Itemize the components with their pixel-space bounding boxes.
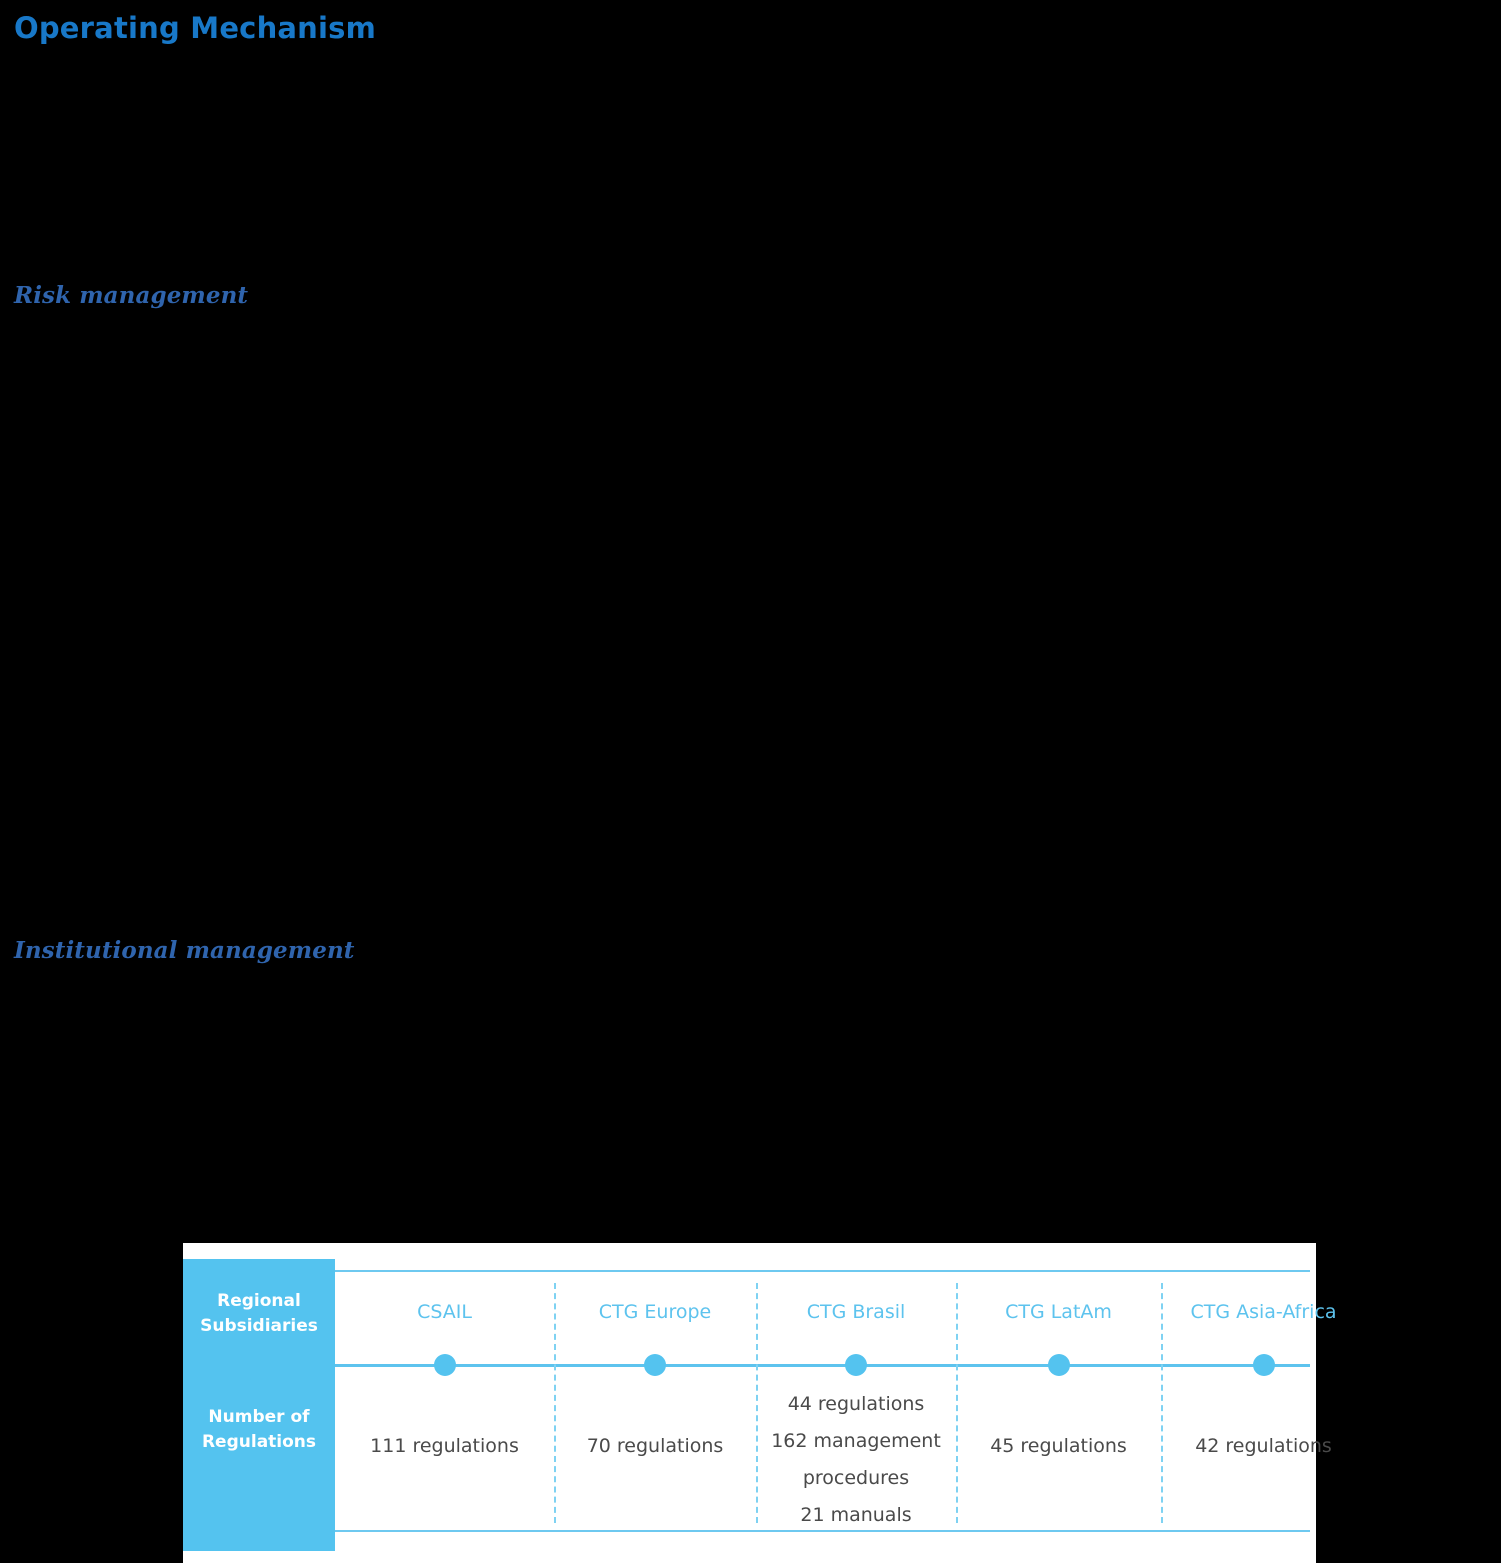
- column-marker-dot-icon: [644, 1354, 666, 1376]
- table-rule-middle: [335, 1364, 1310, 1367]
- column-marker-dot-icon: [845, 1354, 867, 1376]
- row-label-column: Regional Subsidiaries Number of Regulati…: [183, 1259, 335, 1551]
- section-heading-institutional-management: Institutional management: [14, 937, 355, 964]
- column-header-ctg-asia-africa: CTG Asia-Africa: [1190, 1301, 1337, 1323]
- table-rule-bottom: [335, 1530, 1310, 1532]
- table-column-ctg-europe[interactable]: CTG Europe 70 regulations: [554, 1243, 756, 1563]
- column-marker-dot-icon: [1047, 1354, 1070, 1376]
- table-column-ctg-latam[interactable]: CTG LatAm 45 regulations: [956, 1243, 1161, 1563]
- row-label-number-of-regulations-line2: Regulations: [201, 1432, 317, 1452]
- column-divider-2: [756, 1283, 758, 1523]
- table-column-ctg-brasil[interactable]: CTG Brasil 44 regulations 162 management…: [756, 1243, 956, 1563]
- column-header-ctg-brasil: CTG Brasil: [806, 1301, 906, 1323]
- column-marker-dot-icon: [1252, 1354, 1275, 1376]
- column-marker-dot-icon: [433, 1354, 456, 1376]
- row-label-regional-subsidiaries-line1: Regional: [217, 1291, 301, 1312]
- table-content-area: CSAIL 111 regulations CTG Europe 70 regu…: [335, 1243, 1337, 1563]
- section-heading-risk-management: Risk management: [14, 282, 249, 309]
- table-column-ctg-asia-africa[interactable]: CTG Asia-Africa 42 regulations: [1161, 1243, 1366, 1563]
- row-label-regional-subsidiaries: Regional Subsidiaries: [183, 1259, 335, 1369]
- table-rule-top: [335, 1270, 1310, 1272]
- column-divider-1: [554, 1283, 556, 1523]
- column-header-csail: CSAIL: [417, 1301, 472, 1323]
- table-column-csail[interactable]: CSAIL 111 regulations: [335, 1243, 554, 1563]
- column-value-ctg-europe: 70 regulations: [586, 1435, 724, 1457]
- row-label-number-of-regulations-line1: Number of: [208, 1407, 310, 1428]
- page-title: Operating Mechanism: [14, 11, 377, 45]
- row-label-number-of-regulations: Number of Regulations: [183, 1369, 335, 1551]
- row-label-regional-subsidiaries-line2: Subsidiaries: [200, 1316, 318, 1336]
- column-value-ctg-asia-africa: 42 regulations: [1195, 1435, 1332, 1457]
- regulations-table: Regional Subsidiaries Number of Regulati…: [183, 1243, 1337, 1563]
- column-divider-3: [956, 1283, 958, 1523]
- column-divider-4: [1161, 1283, 1163, 1523]
- column-value-csail: 111 regulations: [370, 1435, 519, 1457]
- column-header-ctg-europe: CTG Europe: [598, 1301, 712, 1323]
- column-value-ctg-brasil: 44 regulations 162 management procedures…: [771, 1393, 941, 1527]
- column-header-ctg-latam: CTG LatAm: [1005, 1301, 1112, 1323]
- column-value-ctg-latam: 45 regulations: [990, 1435, 1127, 1457]
